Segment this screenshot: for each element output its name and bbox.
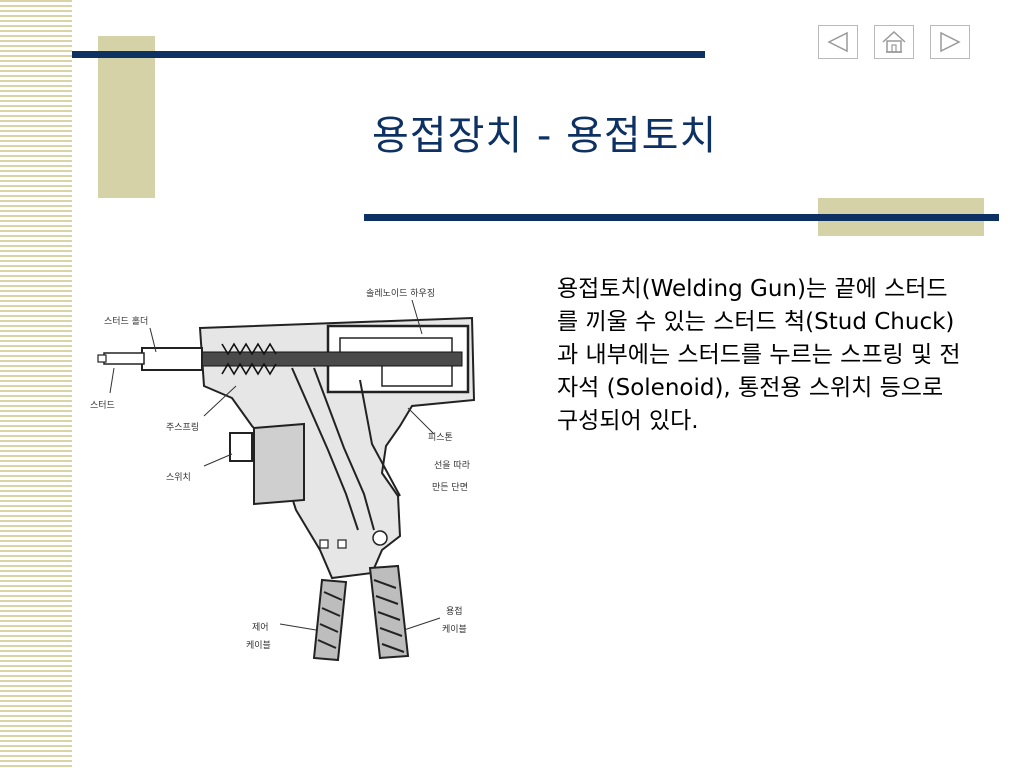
label-solenoid: 솔레노이드 하우징 bbox=[366, 288, 435, 299]
welding-gun-cross-section-diagram: 스터드 홀더 스터드 주스프링 스위치 솔레노이드 하우징 피스톤 선을 따라 … bbox=[90, 288, 476, 662]
trigger-switch bbox=[229, 422, 305, 506]
triangle-left-icon bbox=[827, 31, 848, 53]
top-divider-line bbox=[72, 51, 705, 58]
label-control-cable-2: 케이블 bbox=[246, 640, 271, 651]
triangle-right-icon bbox=[940, 31, 961, 53]
label-switch: 스위치 bbox=[166, 471, 191, 483]
left-stripe-decoration bbox=[0, 0, 72, 768]
gun-body bbox=[97, 316, 476, 580]
label-stud: 스터드 bbox=[90, 400, 115, 411]
label-piston: 피스톤 bbox=[428, 432, 453, 443]
cables bbox=[312, 564, 410, 662]
top-left-accent-block bbox=[98, 36, 155, 198]
home-icon bbox=[882, 30, 906, 53]
slide-navigation bbox=[818, 25, 970, 59]
home-button[interactable] bbox=[874, 25, 914, 59]
label-control-cable-1: 제어 bbox=[252, 622, 269, 633]
next-slide-button[interactable] bbox=[930, 25, 970, 59]
label-main-spring: 주스프링 bbox=[166, 421, 199, 433]
label-section-note-2: 만든 단면 bbox=[432, 482, 468, 493]
handle-internals bbox=[291, 367, 401, 549]
title-underline bbox=[364, 214, 999, 221]
label-weld-cable-2: 케이블 bbox=[442, 624, 467, 635]
label-stud-holder: 스터드 홀더 bbox=[104, 315, 148, 327]
label-weld-cable-1: 용접 bbox=[446, 605, 463, 617]
slide-title: 용접장치 - 용접토치 bbox=[372, 113, 718, 159]
previous-slide-button[interactable] bbox=[818, 25, 858, 59]
leader-lines bbox=[109, 299, 441, 631]
slide-body-text: 용접토치(Welding Gun)는 끝에 스터드를 끼울 수 있는 스터드 척… bbox=[557, 276, 961, 434]
label-section-note-1: 선을 따라 bbox=[434, 460, 471, 471]
